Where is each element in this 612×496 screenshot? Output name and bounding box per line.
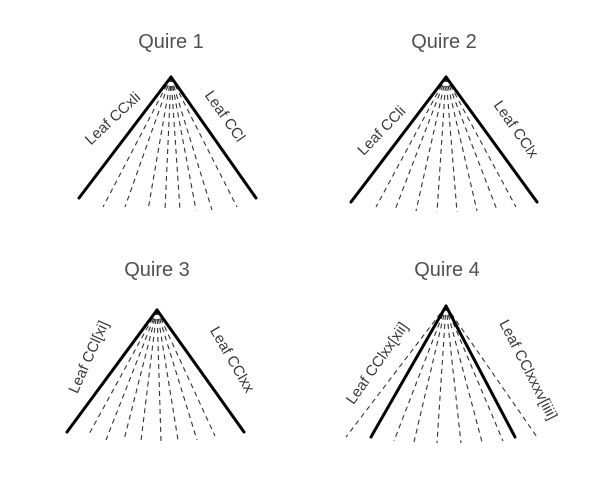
quire-4-inner-leaf-2 — [393, 305, 447, 442]
quire-4-inner-leaf-5 — [445, 305, 462, 444]
quire-4-left-label: Leaf CClxx[xii] — [343, 319, 412, 407]
quire-2-title: Quire 2 — [411, 31, 477, 53]
quire-4-inner-leaf-6 — [445, 305, 483, 443]
quire-3-left-label: Leaf CCl[xi] — [65, 318, 112, 396]
quire-1-inner-leaf-5 — [170, 76, 181, 211]
quire-4-diagram — [345, 304, 538, 444]
quire-1: Quire 1 Leaf CCxli Leaf CCl — [77, 31, 258, 211]
quire-2-inner-leaf-1 — [375, 76, 447, 208]
quire-2-inner-leaf-6 — [445, 76, 478, 212]
quire-3-right-label: Leaf CClxx — [206, 324, 258, 396]
quire-1-inner-leaf-3 — [147, 76, 172, 211]
quire-3-inner-leaf-7 — [156, 309, 198, 441]
quire-3-inner-leaf-6 — [156, 309, 179, 441]
quire-4-inner-leaf-7 — [445, 305, 504, 442]
quire-3-inner-leaf-5 — [156, 309, 162, 442]
quire-3-inner-leaf-1 — [87, 309, 158, 437]
quire-3-inner-leaf-3 — [123, 309, 158, 441]
quire-2-inner-leaf-4 — [436, 76, 447, 213]
quire-1-diagram — [77, 75, 258, 211]
quire-2: Quire 2 Leaf CCli Leaf CClx — [349, 31, 542, 213]
quire-1-inner-leaf-1 — [102, 76, 172, 208]
quire-2-left-outer-leaf — [349, 75, 448, 204]
quire-4-right-label: Leaf CClxxxv[iiii] — [495, 317, 560, 423]
quire-1-inner-leaf-8 — [170, 76, 238, 208]
quire-4-inner-leaf-1 — [345, 305, 447, 438]
quire-3-inner-leaf-8 — [156, 309, 216, 437]
quire-1-inner-leaf-6 — [170, 76, 197, 211]
quire-2-inner-leaf-3 — [415, 76, 447, 212]
quire-4-left-outer-leaf — [369, 304, 448, 439]
quire-2-inner-leaf-5 — [445, 76, 458, 213]
quire-1-inner-leaf-4 — [164, 76, 172, 211]
quire-1-inner-leaf-2 — [124, 76, 172, 208]
quire-2-inner-leaf-8 — [445, 76, 517, 208]
quire-4-inner-leaf-3 — [413, 305, 447, 443]
quire-3-left-outer-leaf — [65, 308, 159, 434]
quire-3-title: Quire 3 — [124, 259, 190, 281]
quire-1-right-outer-leaf — [169, 75, 258, 200]
quire-3-right-outer-leaf — [155, 308, 246, 434]
quire-2-diagram — [349, 75, 539, 213]
quire-2-inner-leaf-2 — [394, 76, 447, 211]
quire-1-left-outer-leaf — [77, 75, 173, 200]
quire-2-left-label: Leaf CCli — [354, 103, 409, 159]
quire-2-right-label: Leaf CClx — [490, 98, 542, 162]
quire-1-title: Quire 1 — [138, 31, 204, 53]
quire-3-inner-leaf-4 — [140, 309, 158, 442]
quire-4-inner-leaf-4 — [436, 305, 447, 444]
quire-2-right-outer-leaf — [444, 75, 539, 204]
quire-4-title: Quire 4 — [414, 259, 480, 281]
quire-4-right-outer-leaf — [444, 304, 517, 439]
quire-1-left-label: Leaf CCxli — [82, 89, 144, 149]
quire-3-diagram — [65, 308, 246, 442]
quire-2-inner-leaf-7 — [445, 76, 498, 211]
quire-1-right-label: Leaf CCl — [201, 88, 248, 146]
quire-3: Quire 3 Leaf CCl[xi] Leaf CClxx — [65, 259, 258, 442]
quire-4: Quire 4 Leaf CClxx[xii] Leaf CClxxxv[iii… — [343, 259, 561, 444]
